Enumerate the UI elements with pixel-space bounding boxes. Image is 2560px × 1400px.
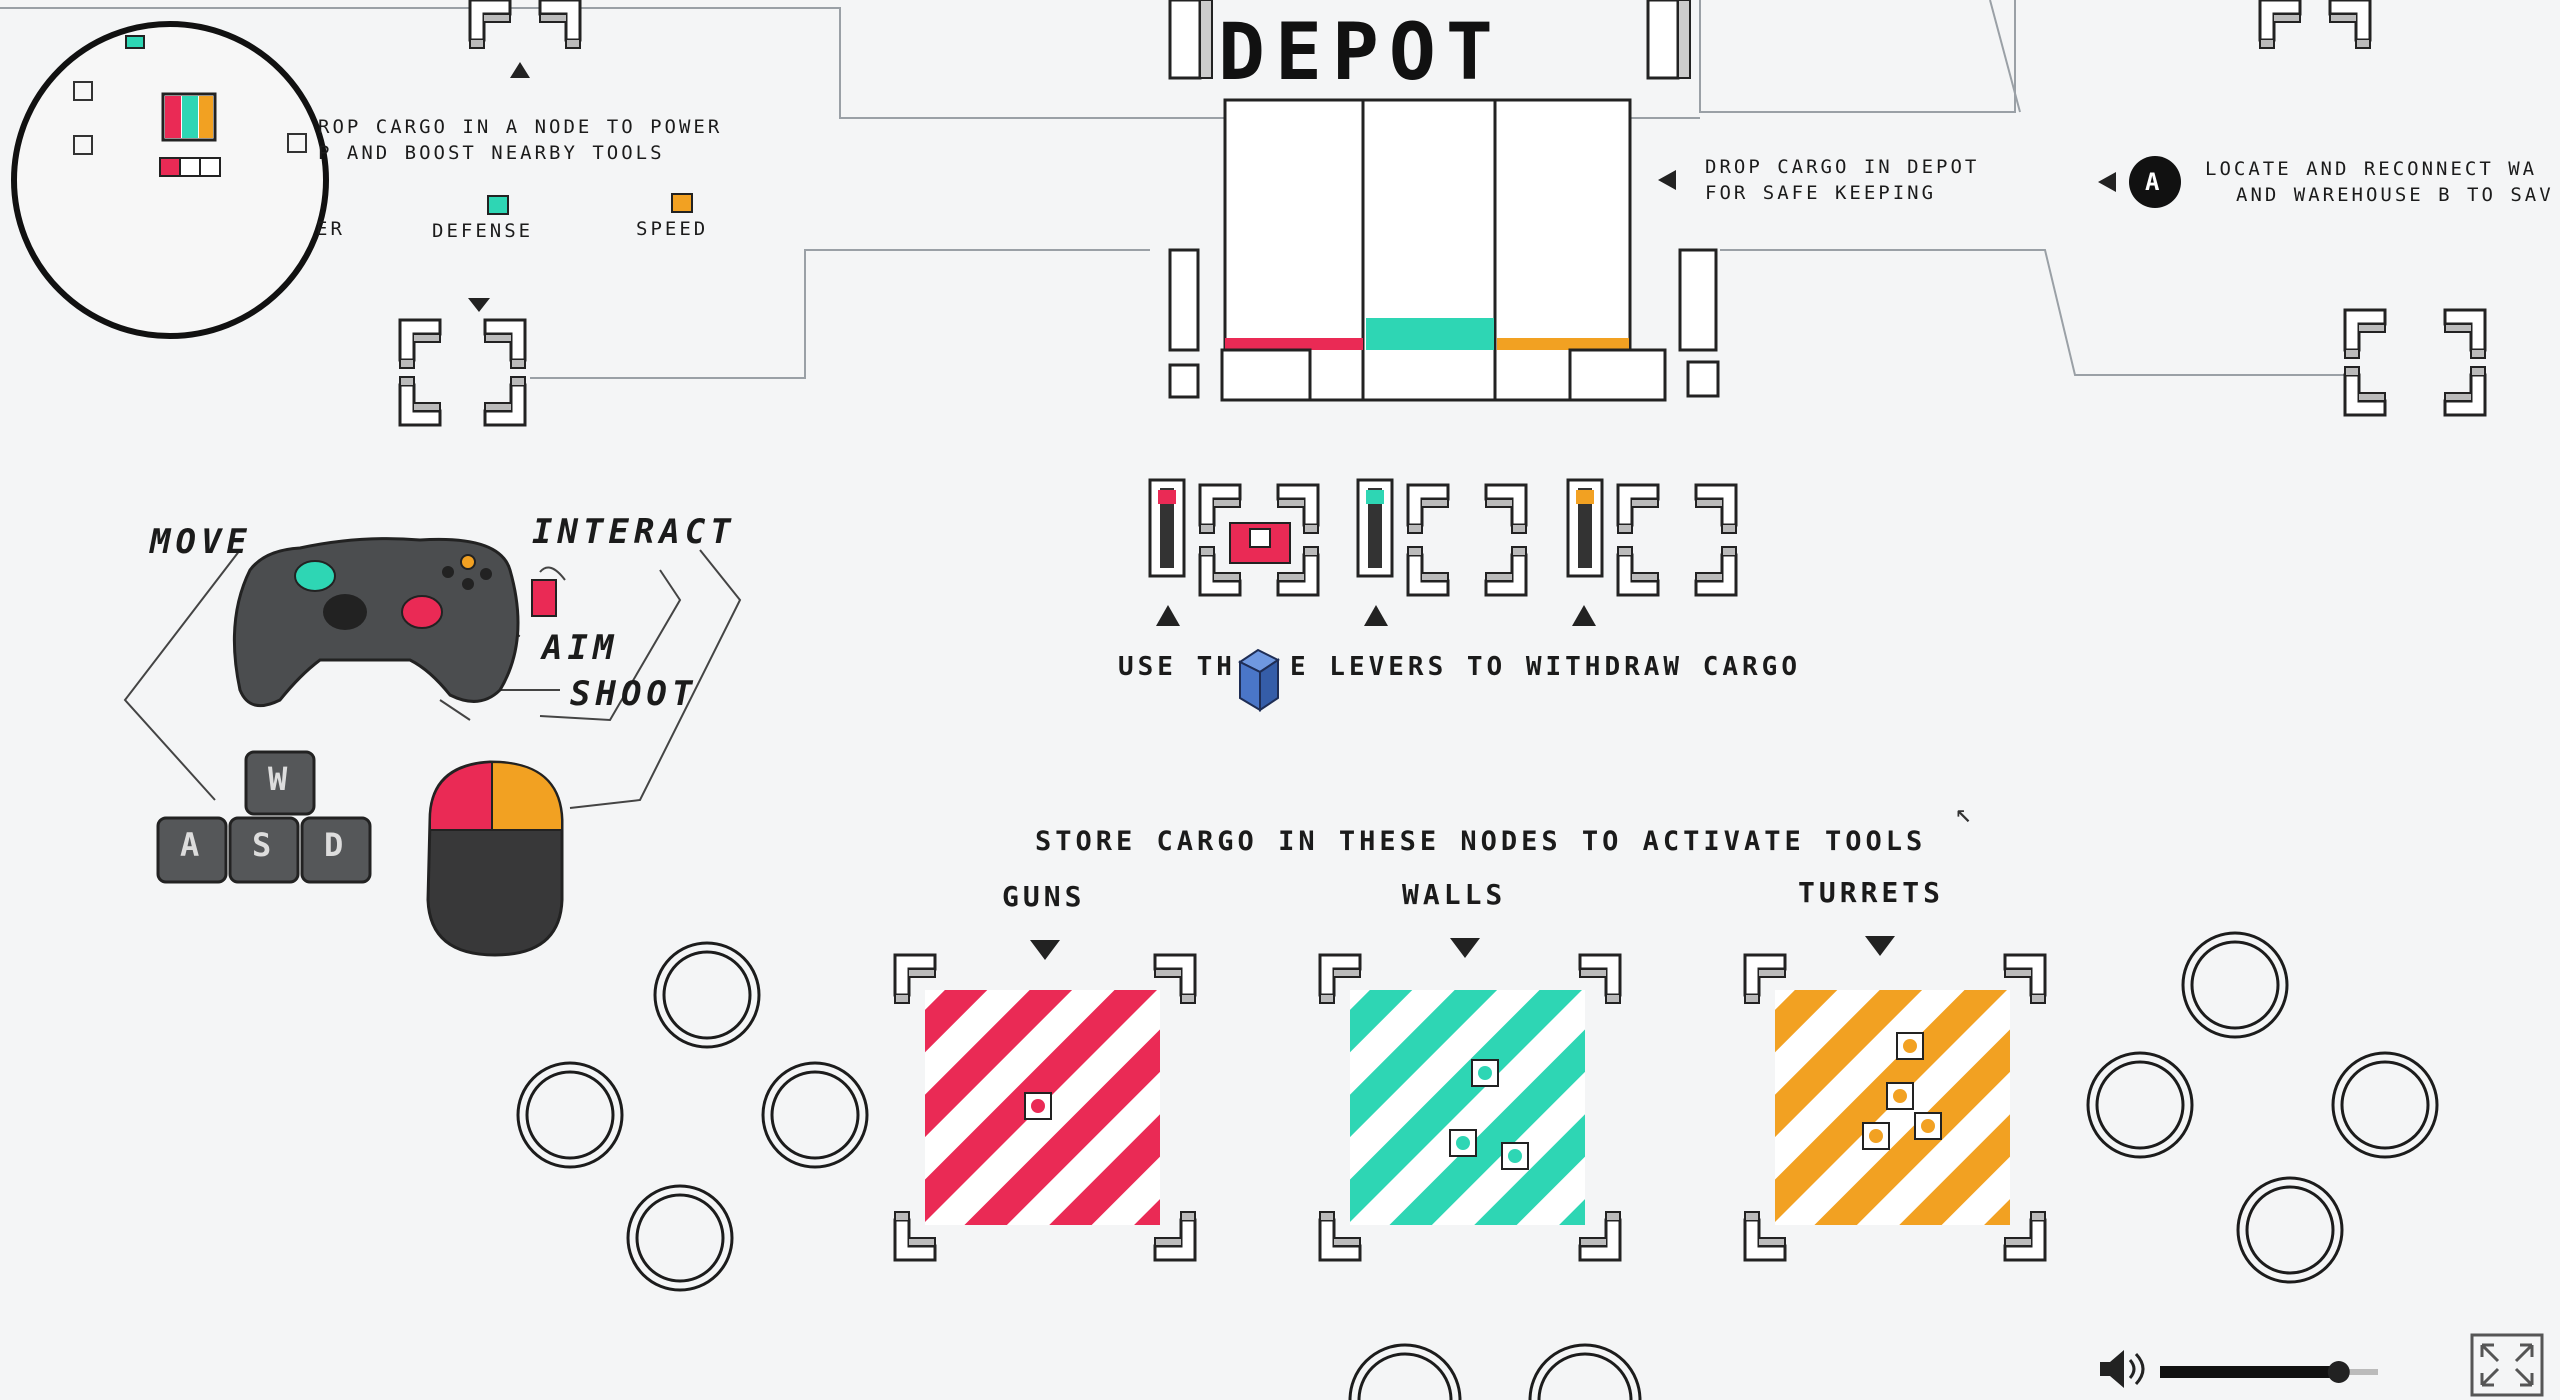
player-cube — [1238, 648, 1280, 712]
volume-knob[interactable] — [2327, 1361, 2350, 1383]
node-rings — [516, 931, 2439, 1400]
legend-power-partial: ER — [316, 218, 345, 240]
key-a: A — [180, 826, 200, 864]
speed-swatch — [671, 193, 693, 213]
tool-node-walls — [1318, 953, 1622, 1262]
tool-label-guns: GUNS — [1002, 880, 1086, 913]
tool-label-walls: WALLS — [1402, 878, 1507, 911]
control-aim-label: AIM — [542, 628, 619, 668]
arrow-up-icon — [510, 62, 530, 78]
fullscreen-icon[interactable] — [2470, 1333, 2544, 1397]
arrow-left-icon — [1658, 170, 1676, 190]
depot-hint-line1: DROP CARGO IN DEPOT — [1705, 156, 1980, 178]
key-d: D — [324, 826, 344, 864]
control-move-label: MOVE — [150, 522, 252, 562]
mouse-cursor-icon: ↖ — [1955, 796, 1972, 829]
arrow-down-icon — [1865, 936, 1895, 956]
locate-hint-line2: AND WAREHOUSE B TO SAV — [2236, 184, 2554, 206]
depot — [1168, 0, 1720, 402]
locate-hint-line1: LOCATE AND RECONNECT WA — [2205, 158, 2538, 180]
depot-title: DEPOT — [1218, 8, 1503, 98]
control-shoot-label: SHOOT — [570, 674, 698, 714]
legend-speed-label: SPEED — [636, 218, 709, 240]
tool-node-turrets — [1743, 953, 2047, 1262]
arrow-down-icon — [1030, 940, 1060, 960]
arrow-down-icon — [468, 298, 490, 312]
lever-row — [1148, 478, 1738, 626]
control-interact-label: INTERACT — [532, 512, 736, 552]
levers-hint-part1: USE TH — [1118, 652, 1236, 682]
minimap — [11, 21, 329, 339]
lever-slot-speed — [1616, 483, 1738, 597]
store-nodes-hint: STORE CARGO IN THESE NODES TO ACTIVATE T… — [1035, 826, 1927, 857]
legend-defense-label: DEFENSE — [432, 220, 534, 242]
volume-control[interactable] — [2100, 1350, 2378, 1388]
arrow-up-icon — [1364, 605, 1388, 626]
wasd-keys — [156, 750, 372, 884]
node-power-hint-line2: P AND BOOST NEARBY TOOLS — [318, 142, 665, 164]
node-power-hint-line1: ROP CARGO IN A NODE TO POWER — [318, 116, 723, 138]
lever-power[interactable] — [1148, 478, 1186, 578]
node-top-right — [2258, 0, 2372, 50]
lever-slot-defense — [1406, 483, 1528, 597]
tool-node-guns — [893, 953, 1197, 1262]
key-w: W — [268, 760, 288, 798]
locate-button-icon — [2129, 156, 2181, 208]
arrow-up-icon — [1572, 605, 1596, 626]
tool-label-turrets: TURRETS — [1798, 876, 1945, 909]
node-left — [398, 318, 527, 427]
controls-diagram — [123, 537, 742, 957]
arrow-left-icon — [2098, 172, 2116, 192]
defense-swatch — [487, 195, 509, 215]
arrow-down-icon — [1450, 938, 1480, 958]
depot-hint-line2: FOR SAFE KEEPING — [1705, 182, 1937, 204]
key-s: S — [252, 826, 272, 864]
lever-slot-power — [1198, 483, 1320, 597]
arrow-up-icon — [1156, 605, 1180, 626]
interact-key-icon — [531, 579, 557, 617]
levers-hint-part2: E LEVERS TO WITHDRAW CARGO — [1290, 652, 1801, 682]
node-right — [2343, 308, 2487, 417]
lever-speed[interactable] — [1566, 478, 1604, 578]
lever-defense[interactable] — [1356, 478, 1394, 578]
speaker-icon — [2100, 1350, 2124, 1388]
volume-fill — [2160, 1366, 2339, 1378]
locate-button-label: A — [2145, 168, 2160, 196]
